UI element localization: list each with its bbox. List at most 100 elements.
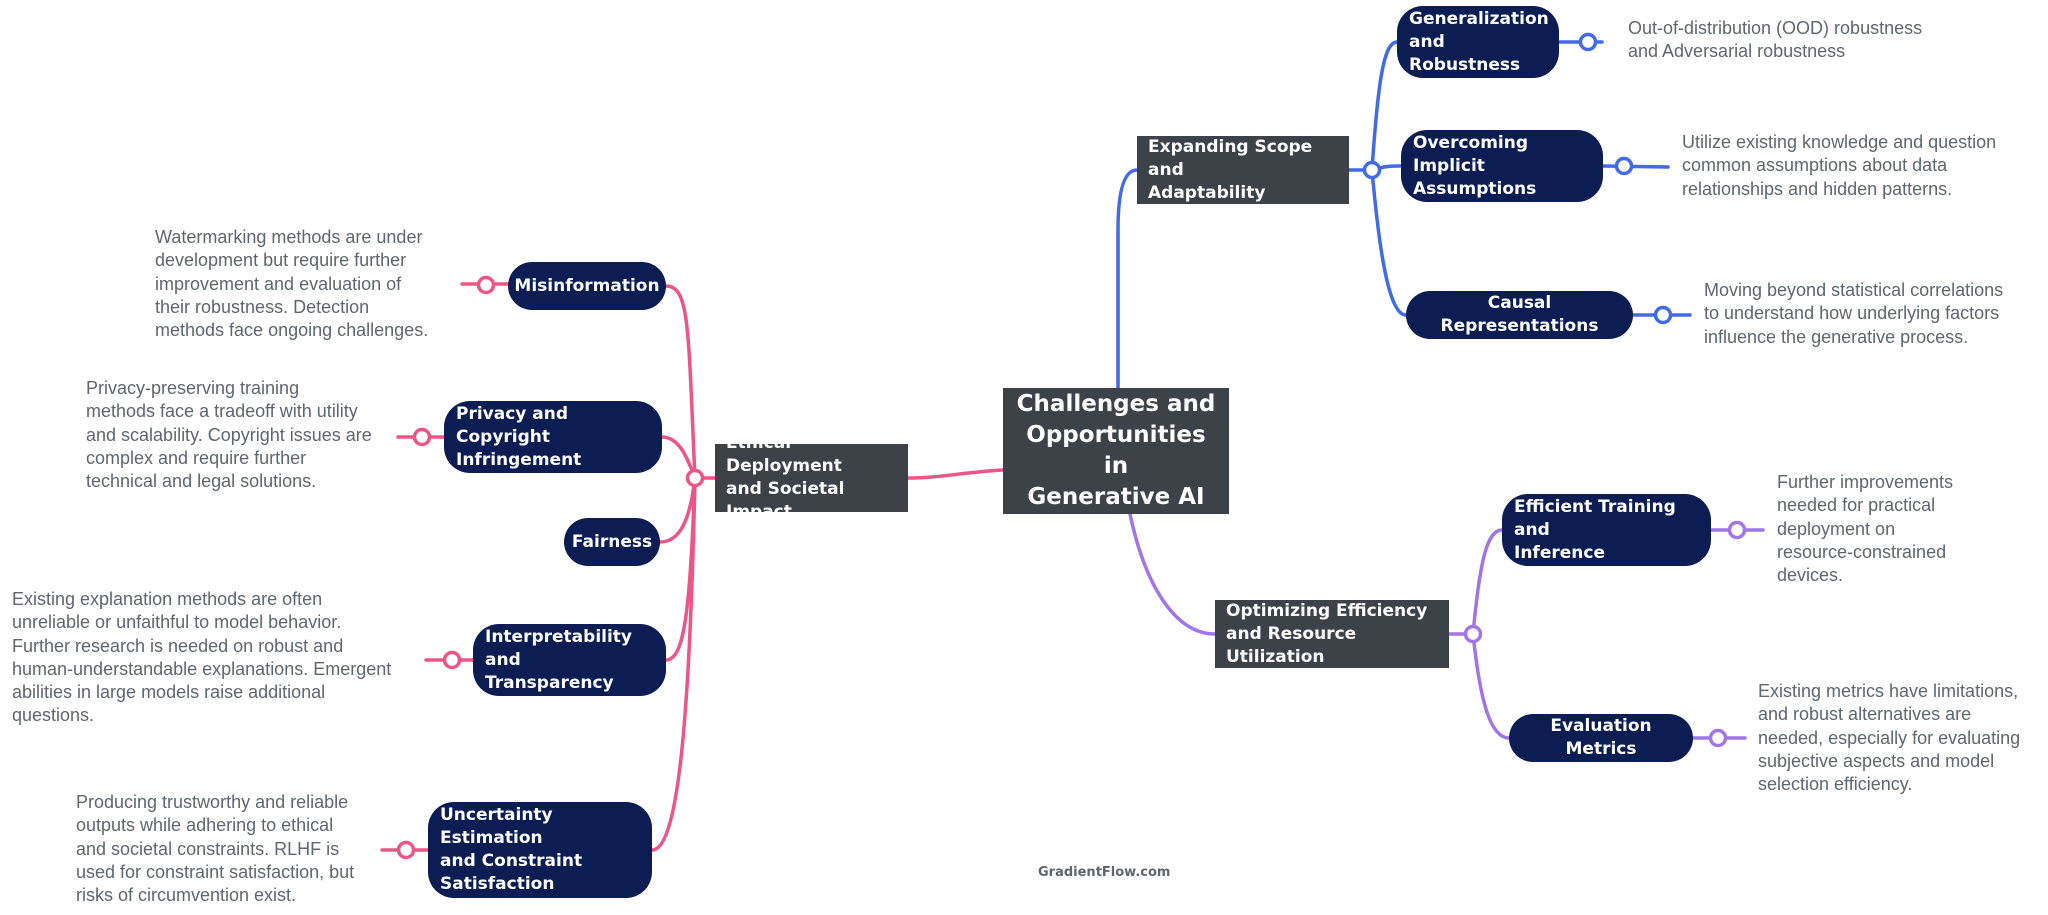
topic-evaluation-metrics[interactable]: Evaluation Metrics — [1509, 714, 1693, 762]
connector-to-generalization — [1370, 40, 1399, 172]
topic-label-line2: Transparency — [485, 672, 614, 693]
desc-line: their robustness. Detection — [155, 296, 370, 317]
central-topic[interactable]: Challenges and Opportunities in Generati… — [1003, 388, 1229, 514]
desc-line: outputs while adhering to ethical — [76, 815, 334, 836]
desc-line: improvement and evaluation of — [155, 273, 402, 294]
desc-line: relationships and hidden patterns. — [1682, 178, 1953, 199]
connector-central-expanding — [1116, 168, 1139, 390]
branch-optimizing-line1: Optimizing Efficiency — [1226, 600, 1428, 621]
desc-uncertainty: Producing trustworthy and reliable outpu… — [76, 791, 354, 907]
expand-collapse-toggle[interactable] — [1362, 160, 1382, 180]
desc-evaluation-metrics: Existing metrics have limitations, and r… — [1758, 680, 2020, 796]
desc-line: common assumptions about data — [1682, 155, 1948, 176]
connector-central-optimizing — [1128, 512, 1217, 636]
desc-privacy-copyright: Privacy-preserving training methods face… — [86, 377, 372, 493]
central-topic-line2: Opportunities in — [1026, 422, 1206, 479]
topic-overcoming-assumptions[interactable]: Overcoming Implicit Assumptions — [1401, 130, 1603, 202]
central-topic-line3: Generative AI — [1027, 484, 1205, 510]
connector-to-uncertainty — [650, 476, 697, 852]
topic-misinformation[interactable]: Misinformation — [508, 262, 666, 310]
topic-label-line1: Misinformation — [514, 275, 660, 296]
desc-line: unreliable or unfaithful to model behavi… — [12, 612, 342, 633]
expand-collapse-toggle[interactable] — [1727, 520, 1747, 540]
topic-label-line1: Causal Representations — [1440, 293, 1599, 336]
desc-line: devices. — [1777, 565, 1844, 586]
branch-expanding-line1: Expanding Scope and — [1148, 136, 1313, 180]
desc-efficient-training: Further improvements needed for practica… — [1777, 471, 1953, 587]
desc-line: subjective aspects and model — [1758, 750, 1995, 771]
expand-collapse-toggle[interactable] — [1463, 624, 1483, 644]
branch-expanding-line2: Adaptability — [1148, 182, 1266, 203]
branch-expanding-scope[interactable]: Expanding Scope and Adaptability — [1137, 136, 1349, 204]
expand-collapse-toggle[interactable] — [685, 468, 705, 488]
desc-line: Out-of-distribution (OOD) robustness — [1628, 18, 1923, 38]
desc-line: needed for practical — [1777, 495, 1936, 516]
topic-label-line2: Inference — [1514, 542, 1605, 563]
desc-line: Watermarking methods are under — [155, 227, 423, 247]
desc-line: development but require further — [155, 250, 407, 271]
desc-line: used for constraint satisfaction, but — [76, 861, 355, 882]
expand-collapse-toggle[interactable] — [396, 840, 416, 860]
desc-line: influence the generative process. — [1704, 326, 1969, 347]
branch-ethical-deployment[interactable]: Ethical Deployment and Societal Impact — [715, 433, 908, 522]
topic-label-line1: Uncertainty Estimation — [440, 805, 553, 848]
branch-ethical-line2: and Societal Impact — [726, 479, 845, 522]
topic-label-line1: Evaluation Metrics — [1550, 716, 1652, 759]
connector-to-efficient — [1471, 528, 1504, 636]
expand-collapse-toggle[interactable] — [442, 650, 462, 670]
desc-causal-representations: Moving beyond statistical correlations t… — [1704, 279, 2003, 349]
desc-line: human-understandable explanations. Emerg… — [12, 658, 392, 679]
branch-ethical-line1: Ethical Deployment — [726, 433, 842, 476]
expand-collapse-toggle[interactable] — [1653, 305, 1673, 325]
topic-label-line1: Interpretability and — [485, 626, 633, 670]
desc-line: deployment on — [1777, 518, 1896, 539]
topic-label-line2: and Constraint — [440, 851, 583, 871]
expand-collapse-toggle[interactable] — [476, 275, 496, 295]
desc-line: and Adversarial robustness — [1628, 41, 1846, 62]
desc-line: methods face ongoing challenges. — [155, 320, 429, 341]
desc-line: Further research is needed on robust and — [12, 635, 344, 656]
connector-to-evaluation — [1471, 632, 1511, 740]
expand-collapse-toggle[interactable] — [412, 427, 432, 447]
connector-to-causal — [1370, 168, 1408, 317]
topic-label-line1: Efficient Training and — [1514, 496, 1676, 540]
topic-generalization-robustness[interactable]: Generalization and Robustness — [1397, 6, 1559, 78]
topic-label-line1: Generalization — [1409, 8, 1549, 29]
topic-label-line1: Privacy and Copyright — [456, 403, 569, 447]
desc-line: technical and legal solutions. — [86, 471, 317, 492]
desc-line: Utilize existing knowledge and question — [1682, 132, 1997, 152]
topic-efficient-training[interactable]: Efficient Training and Inference — [1502, 494, 1711, 566]
desc-interpretability: Existing explanation methods are often u… — [12, 588, 391, 728]
expand-collapse-toggle[interactable] — [1708, 728, 1728, 748]
desc-line: abilities in large models raise addition… — [12, 682, 326, 703]
topic-privacy-copyright[interactable]: Privacy and Copyright Infringement — [444, 401, 662, 473]
expand-collapse-toggle[interactable] — [1614, 156, 1634, 176]
desc-line: Existing explanation methods are often — [12, 589, 323, 609]
desc-generalization: Out-of-distribution (OOD) robustness and… — [1628, 17, 1922, 64]
desc-line: Further improvements — [1777, 472, 1954, 492]
topic-interpretability-transparency[interactable]: Interpretability and Transparency — [473, 624, 666, 696]
topic-label-line1: Overcoming Implicit — [1413, 132, 1529, 176]
expand-collapse-toggle[interactable] — [1578, 32, 1598, 52]
connector-assumptions-desc — [1601, 164, 1670, 169]
connector-central-ethical — [906, 468, 1005, 480]
topic-causal-representations[interactable]: Causal Representations — [1406, 291, 1633, 339]
desc-line: needed, especially for evaluating — [1758, 727, 2021, 748]
connector-to-fairness — [658, 476, 697, 544]
desc-line: selection efficiency. — [1758, 774, 1913, 795]
desc-line: complex and require further — [86, 447, 307, 468]
topic-label-line1: Fairness — [571, 531, 653, 552]
branch-optimizing-efficiency[interactable]: Optimizing Efficiency and Resource Utili… — [1215, 600, 1449, 668]
topic-label-line3: Satisfaction — [440, 874, 555, 894]
topic-label-line2: Infringement — [456, 449, 582, 470]
desc-line: Privacy-preserving training — [86, 378, 300, 398]
desc-line: and robust alternatives are — [1758, 704, 1972, 725]
desc-line: Producing trustworthy and reliable — [76, 792, 349, 812]
topic-fairness[interactable]: Fairness — [564, 518, 660, 566]
desc-line: methods face a tradeoff with utility — [86, 401, 358, 422]
desc-line: and scalability. Copyright issues are — [86, 424, 372, 445]
desc-misinformation: Watermarking methods are under developme… — [155, 226, 428, 342]
branch-optimizing-line2: and Resource Utilization — [1226, 623, 1357, 667]
topic-uncertainty-estimation[interactable]: Uncertainty Estimation and Constraint Sa… — [428, 802, 652, 898]
